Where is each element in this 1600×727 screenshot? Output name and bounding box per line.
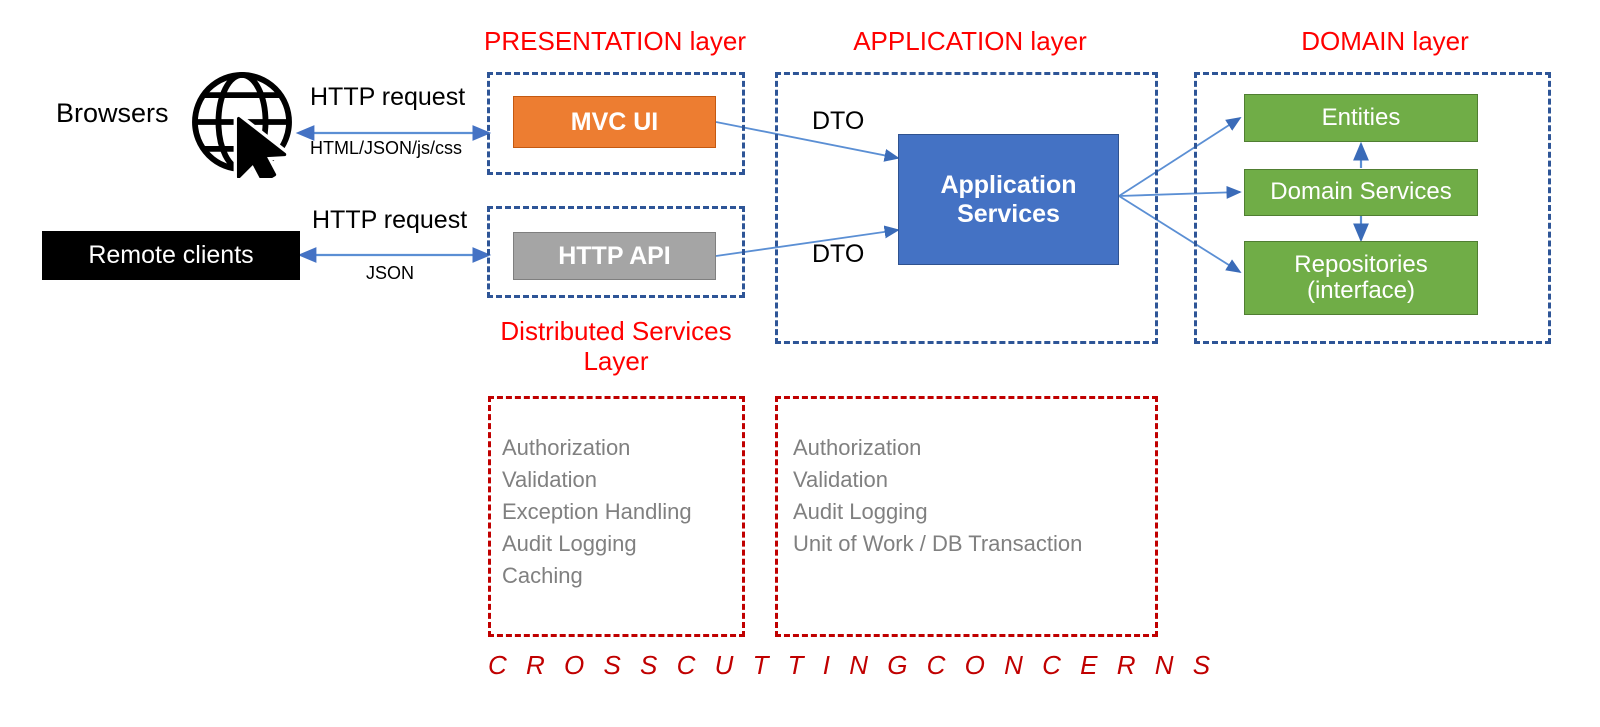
ccc-item: Audit Logging bbox=[793, 499, 928, 524]
repositories-label-line1: Repositories bbox=[1294, 250, 1428, 278]
application-services-box: Application Services bbox=[898, 134, 1119, 265]
globe-cursor-icon bbox=[186, 66, 298, 178]
presentation-cross-cutting-container bbox=[488, 396, 745, 637]
ccc-item: Validation bbox=[793, 467, 888, 492]
ccc-item: Authorization bbox=[793, 435, 922, 460]
application-cross-cutting-container bbox=[775, 396, 1158, 637]
domain-services-box: Domain Services bbox=[1244, 169, 1478, 216]
repositories-label-line2: (interface) bbox=[1306, 277, 1416, 304]
entities-label: Entities bbox=[1321, 103, 1401, 131]
cross-cutting-concerns-title: C R O S S C U T T I N G C O N C E R N S bbox=[488, 650, 1217, 680]
http-api-label: HTTP API bbox=[558, 241, 671, 270]
ccc-item: Authorization bbox=[502, 435, 631, 460]
mvc-ui-box: MVC UI bbox=[513, 96, 716, 148]
domain-services-label: Domain Services bbox=[1270, 178, 1452, 206]
ccc-item: Validation bbox=[502, 467, 597, 492]
distributed-services-caption-line2: Layer bbox=[583, 346, 649, 376]
distributed-services-caption-line1: Distributed Services bbox=[500, 316, 732, 346]
browser-request-label: HTTP request bbox=[310, 83, 466, 111]
mvc-ui-label: MVC UI bbox=[570, 107, 659, 136]
presentation-layer-container bbox=[487, 72, 745, 175]
dto-top-label: DTO bbox=[812, 107, 865, 135]
domain-layer-container bbox=[1194, 72, 1551, 344]
application-layer-caption: APPLICATION layer bbox=[853, 26, 1087, 56]
remote-request-label: HTTP request bbox=[312, 206, 468, 234]
presentation-cross-cutting-list: Authorization Validation Exception Handl… bbox=[502, 432, 742, 592]
remote-clients-label: Remote clients bbox=[88, 241, 254, 269]
ccc-item: Caching bbox=[502, 563, 583, 588]
ccc-item: Exception Handling bbox=[502, 499, 692, 524]
browsers-label: Browsers bbox=[56, 98, 169, 128]
application-cross-cutting-list: Authorization Validation Audit Logging U… bbox=[793, 432, 1158, 560]
application-layer-container bbox=[775, 72, 1158, 344]
application-services-label-line1: Application bbox=[940, 170, 1077, 199]
domain-layer-caption: DOMAIN layer bbox=[1301, 26, 1469, 56]
remote-response-label: JSON bbox=[366, 263, 415, 283]
entities-box: Entities bbox=[1244, 94, 1478, 142]
ccc-item: Audit Logging bbox=[502, 531, 637, 556]
browser-response-label: HTML/JSON/js/css bbox=[310, 138, 463, 158]
http-api-box: HTTP API bbox=[513, 232, 716, 280]
http-api-layer-container bbox=[487, 206, 745, 298]
distributed-services-layer-caption: Distributed Services Layer bbox=[487, 316, 745, 376]
application-services-label-line2: Services bbox=[957, 199, 1060, 228]
repositories-box: Repositories (interface) bbox=[1244, 241, 1478, 315]
presentation-layer-caption: PRESENTATION layer bbox=[484, 26, 746, 56]
ccc-item: Unit of Work / DB Transaction bbox=[793, 531, 1083, 556]
remote-clients-box: Remote clients bbox=[42, 231, 300, 280]
dto-bottom-label: DTO bbox=[812, 240, 865, 268]
